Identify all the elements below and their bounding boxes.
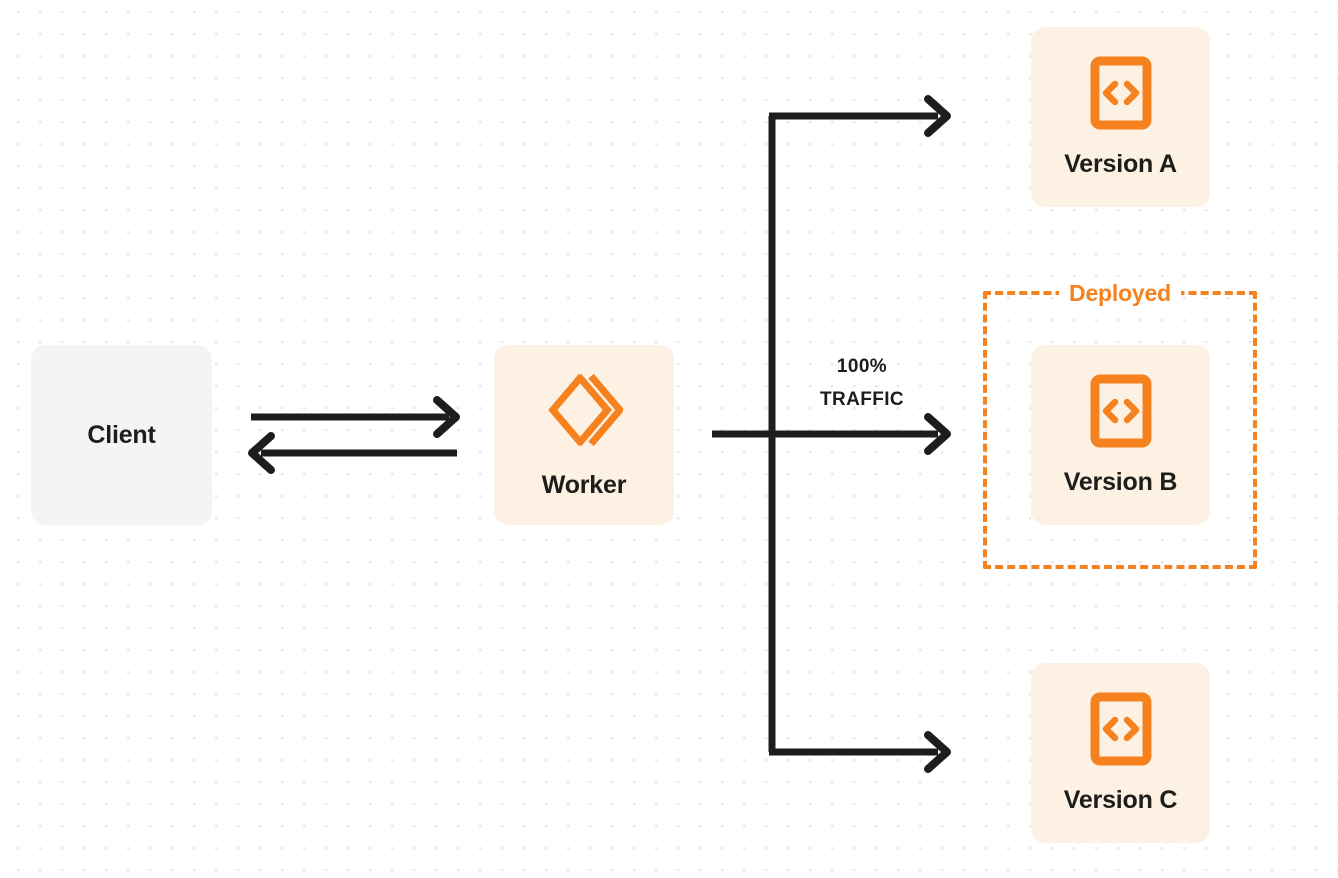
cloudflare-workers-logo-icon — [545, 371, 623, 449]
worker-label: Worker — [541, 470, 627, 499]
traffic-unit: TRAFFIC — [819, 389, 905, 410]
arrow-worker-to-version-a — [769, 95, 951, 137]
deployed-group: Deployed — [983, 278, 1257, 569]
version-c-node[interactable]: Version C — [1031, 663, 1210, 843]
arrow-worker-to-version-b — [712, 413, 951, 455]
version-b-node[interactable]: Version B — [1031, 345, 1210, 525]
client-node[interactable]: Client — [31, 345, 212, 525]
arrow-worker-to-version-c — [769, 731, 951, 773]
client-label: Client — [87, 420, 156, 449]
code-file-icon — [1090, 56, 1152, 130]
version-a-label: Version A — [1064, 149, 1177, 178]
version-b-label: Version B — [1063, 467, 1178, 496]
worker-node[interactable]: Worker — [494, 345, 674, 525]
version-a-node[interactable]: Version A — [1031, 27, 1210, 207]
version-c-label: Version C — [1063, 785, 1178, 814]
arrow-worker-to-client — [248, 432, 457, 474]
arrow-client-to-worker — [251, 396, 460, 438]
traffic-percent: 100% — [836, 356, 888, 377]
traffic-label: 100% TRAFFIC — [782, 350, 942, 416]
deployed-group-label: Deployed — [1059, 278, 1181, 308]
code-file-icon — [1090, 374, 1152, 448]
code-file-icon — [1090, 692, 1152, 766]
